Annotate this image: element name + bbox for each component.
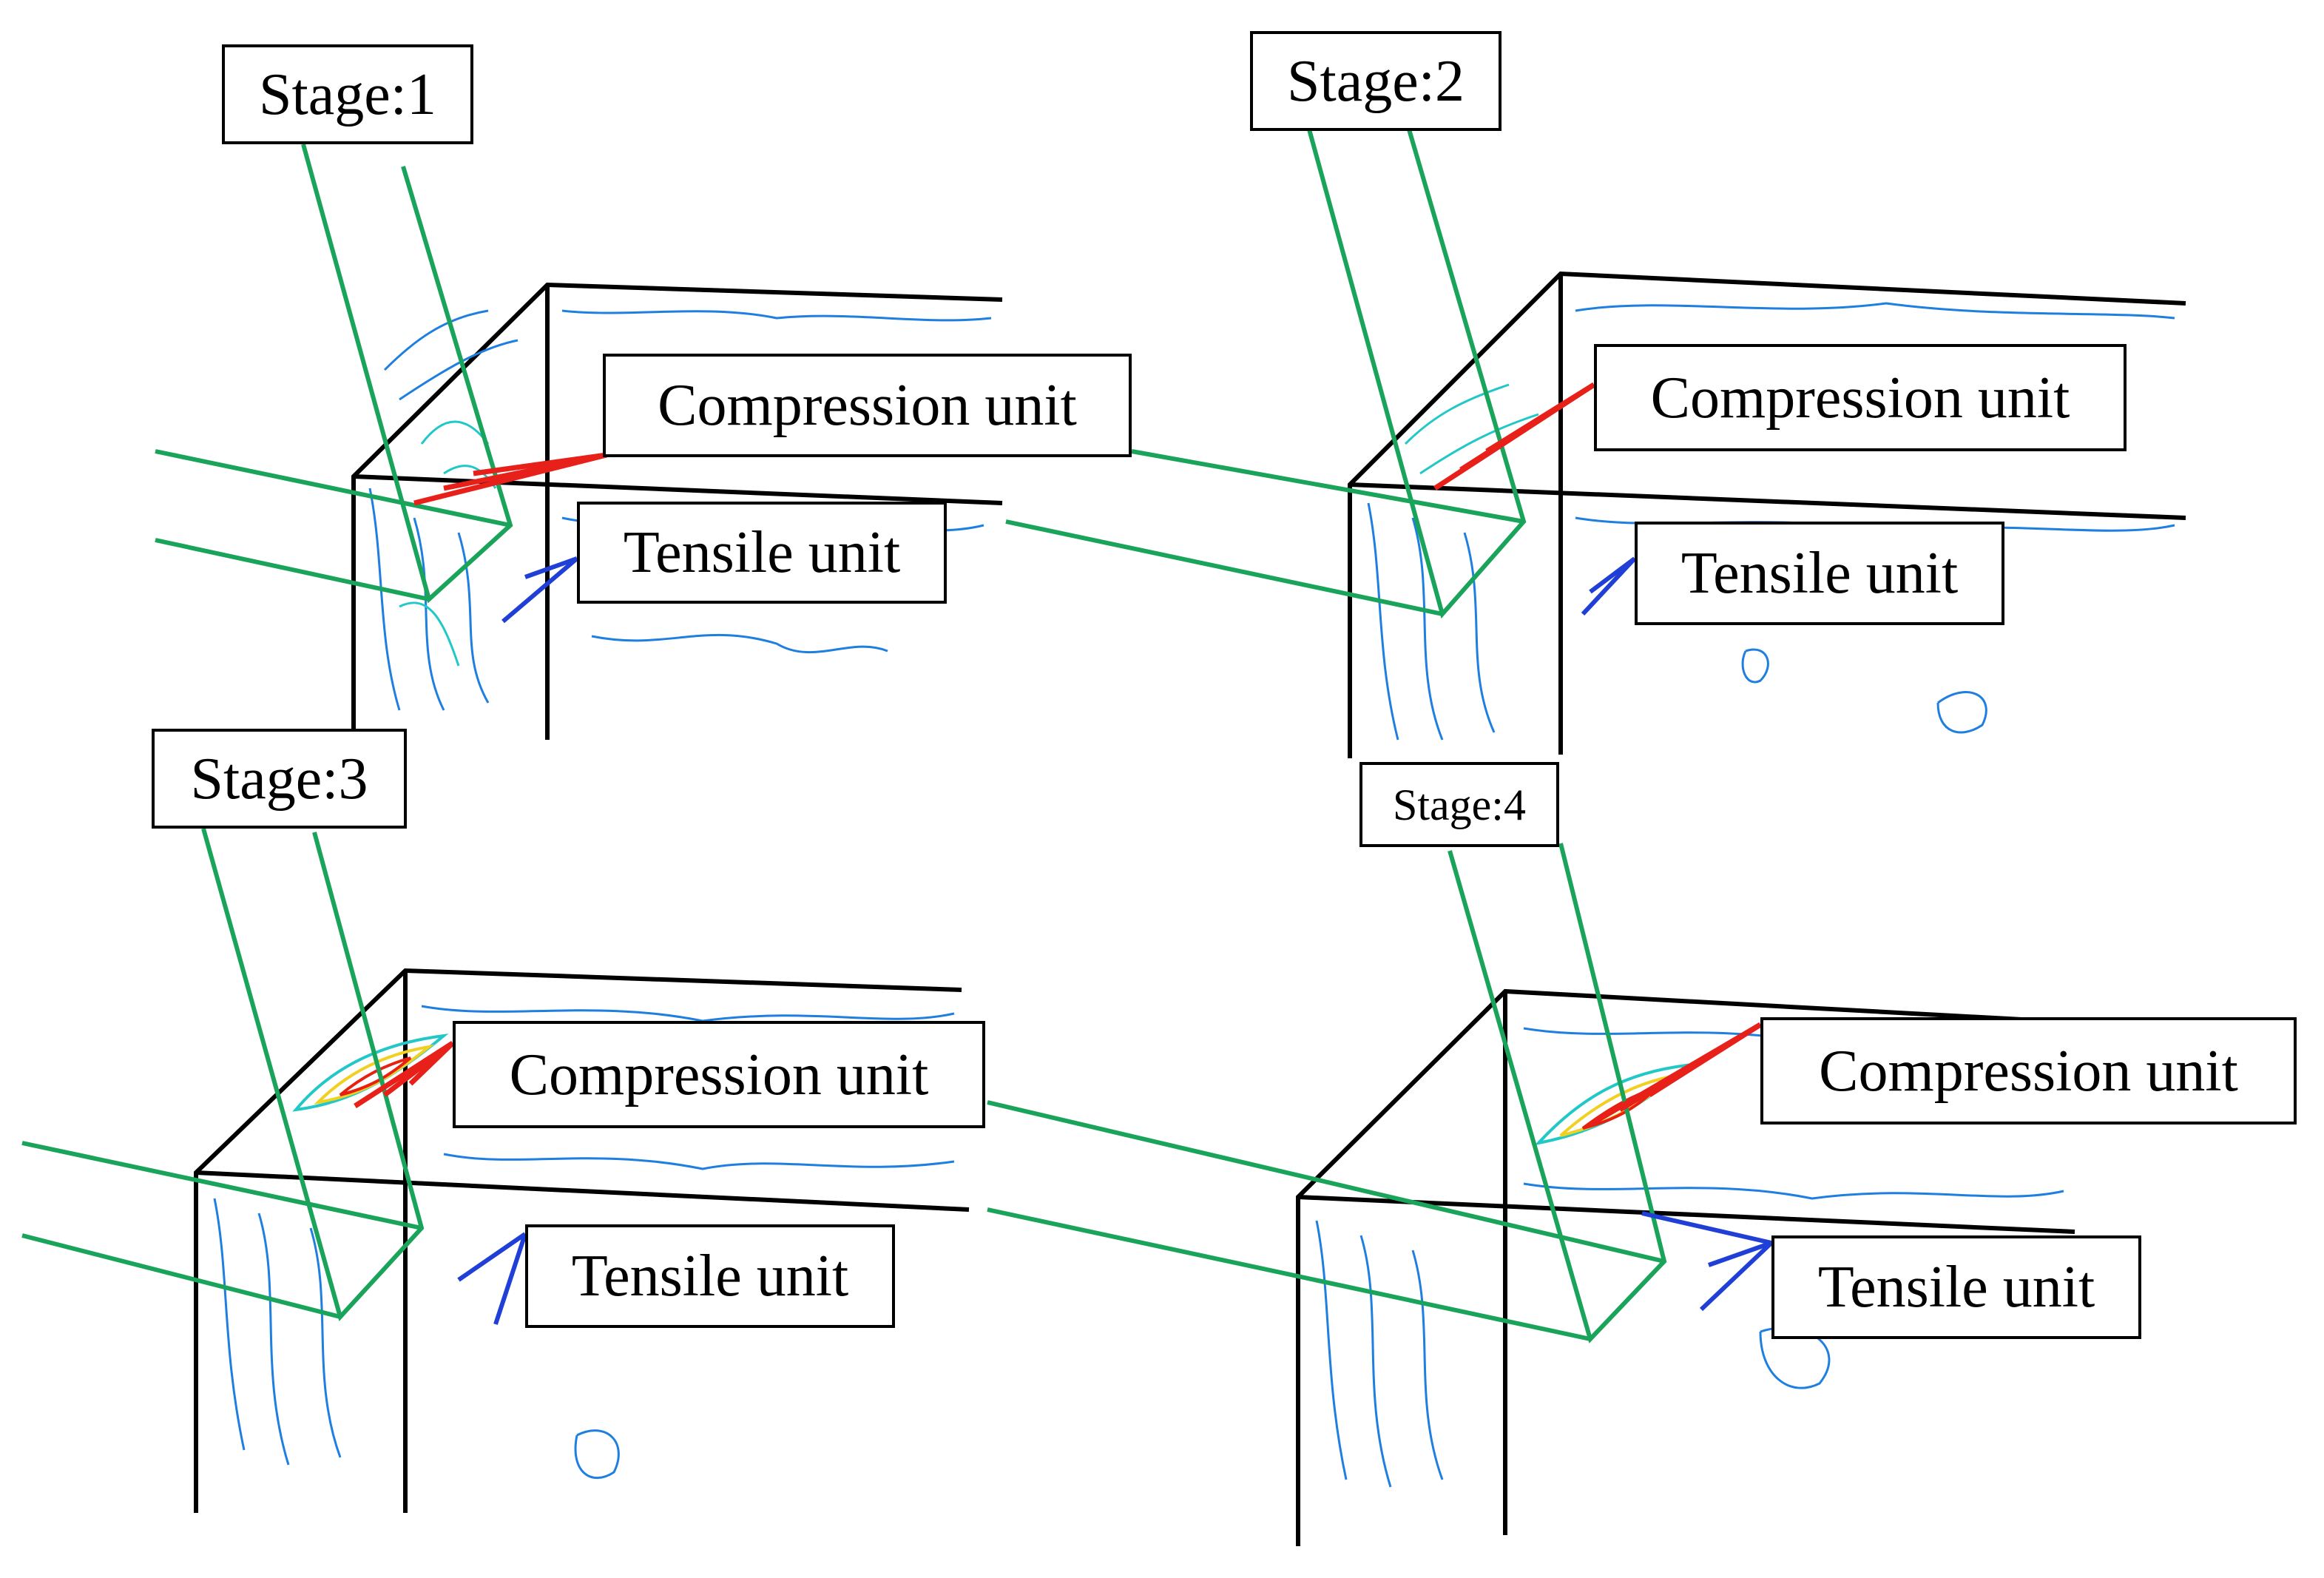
stage-3-contours	[213, 1005, 955, 1480]
stage-4-beam-bottom	[1297, 1195, 2075, 1234]
stage-4-compression-label: Compression unit	[1760, 1017, 2297, 1125]
stage-3-tensile-pointer	[457, 1232, 527, 1325]
stage-4-tensile-pointer	[1641, 1211, 1774, 1312]
stage-2-compression-label: Compression unit	[1594, 344, 2127, 451]
stage-4-tie-top	[987, 1100, 1665, 1264]
stage-1-tensile-pointer	[501, 556, 578, 624]
stage-4-tie-bottom	[987, 1207, 1591, 1341]
stage-2-contours-cyan	[1404, 383, 1539, 475]
stage-1-compression-label: Compression unit	[603, 354, 1132, 457]
stage-3-compression-label: Compression unit	[453, 1021, 985, 1128]
stage-2-tensile-label: Tensile unit	[1635, 522, 2004, 625]
stage-1-strut	[301, 144, 513, 604]
stage-2-strut	[1307, 129, 1527, 619]
stage-2-panel	[1005, 129, 2186, 758]
stage-2-title: Stage:2	[1250, 31, 1502, 131]
stage-2-tensile-pointer	[1581, 556, 1637, 616]
stage-3-tensile-label: Tensile unit	[525, 1224, 895, 1328]
stage-4-tensile-label: Tensile unit	[1771, 1235, 2141, 1339]
stage-3-hot-zone	[292, 1034, 449, 1112]
stage-3-strut	[201, 828, 425, 1322]
stage-3-compression-pointer	[354, 1041, 455, 1108]
stage-4-title: Stage:4	[1359, 762, 1559, 847]
stage-4-hot-zone	[1534, 1063, 1691, 1146]
stage-3-title: Stage:3	[152, 729, 407, 829]
stage-2-frame	[1348, 271, 2186, 758]
stage-1-title: Stage:1	[222, 44, 473, 144]
stage-3-frame	[194, 968, 962, 1513]
stage-4-frame	[1296, 988, 2050, 1546]
stage-1-tensile-label: Tensile unit	[577, 502, 947, 604]
stage-1-compression-pointer	[413, 452, 607, 506]
stage-4-strut	[1448, 843, 1667, 1343]
stage-1-frame	[351, 282, 1003, 740]
stage-3-panel	[21, 828, 970, 1513]
stage-3-beam-bottom	[195, 1170, 970, 1212]
stage-2-compression-pointer	[1433, 382, 1595, 490]
stage-3-tie-bottom	[21, 1233, 341, 1319]
stage-4-panel	[987, 843, 2075, 1546]
stage-2-beam-bottom	[1349, 482, 2186, 520]
stage-4-compression-pointer	[1589, 1022, 1762, 1127]
stage-2-tie-bottom	[1005, 519, 1443, 616]
stage-1-tie-top	[155, 449, 511, 527]
stage-3-tie-top	[21, 1141, 422, 1230]
stage-1-beam-bottom	[353, 474, 1003, 505]
stage-1-tie-bottom	[155, 538, 430, 601]
stage-2-tie-top	[1131, 449, 1524, 524]
